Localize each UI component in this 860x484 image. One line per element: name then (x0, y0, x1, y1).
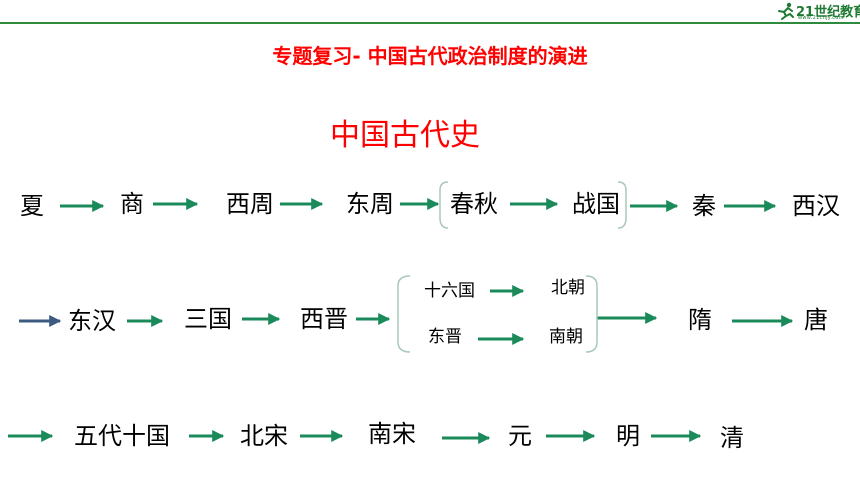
logo-subtext: www.21cnjy.com (798, 15, 844, 21)
node-donghan: 东汉 (68, 307, 116, 335)
node-ming: 明 (616, 422, 640, 450)
logo-text: 21世纪教育 (796, 5, 860, 20)
top-banner-line (0, 22, 860, 24)
node-xizhou: 西周 (226, 190, 274, 218)
node-tang: 唐 (804, 306, 828, 334)
node-dongzhou: 东周 (346, 190, 394, 218)
node-chunqiu: 春秋 (450, 190, 498, 218)
node-qin: 秦 (692, 192, 716, 220)
node-sui: 隋 (688, 306, 712, 334)
brace-xijin-right (585, 275, 598, 353)
brace-chunqiu-zhanguo-left (439, 181, 449, 229)
node-zhanguo: 战国 (572, 190, 620, 218)
node-wudaishiguo: 五代十国 (74, 422, 170, 450)
logo: 21世纪教育 www.21cnjy.com (770, 0, 860, 24)
diagram-title: 中国古代史 (330, 118, 480, 153)
node-beichao: 北朝 (551, 278, 585, 298)
node-xijin: 西晋 (300, 305, 348, 333)
node-sanguo: 三国 (184, 305, 232, 333)
node-xihan: 西汉 (792, 192, 840, 220)
node-dongjin: 东晋 (428, 327, 462, 347)
node-yuan: 元 (508, 422, 532, 450)
node-nansong: 南宋 (368, 420, 416, 448)
node-xia: 夏 (20, 192, 44, 220)
node-qing: 清 (720, 424, 744, 452)
page-title: 专题复习- 中国古代政治制度的演进 (272, 44, 588, 68)
node-nanchao: 南朝 (549, 327, 583, 347)
node-shang: 商 (120, 190, 144, 218)
brace-xijin-left (397, 275, 411, 353)
runner-icon (778, 2, 794, 20)
node-shiliuguo: 十六国 (424, 281, 475, 301)
brace-chunqiu-zhanguo-right (617, 181, 627, 229)
node-beisong: 北宋 (240, 422, 288, 450)
